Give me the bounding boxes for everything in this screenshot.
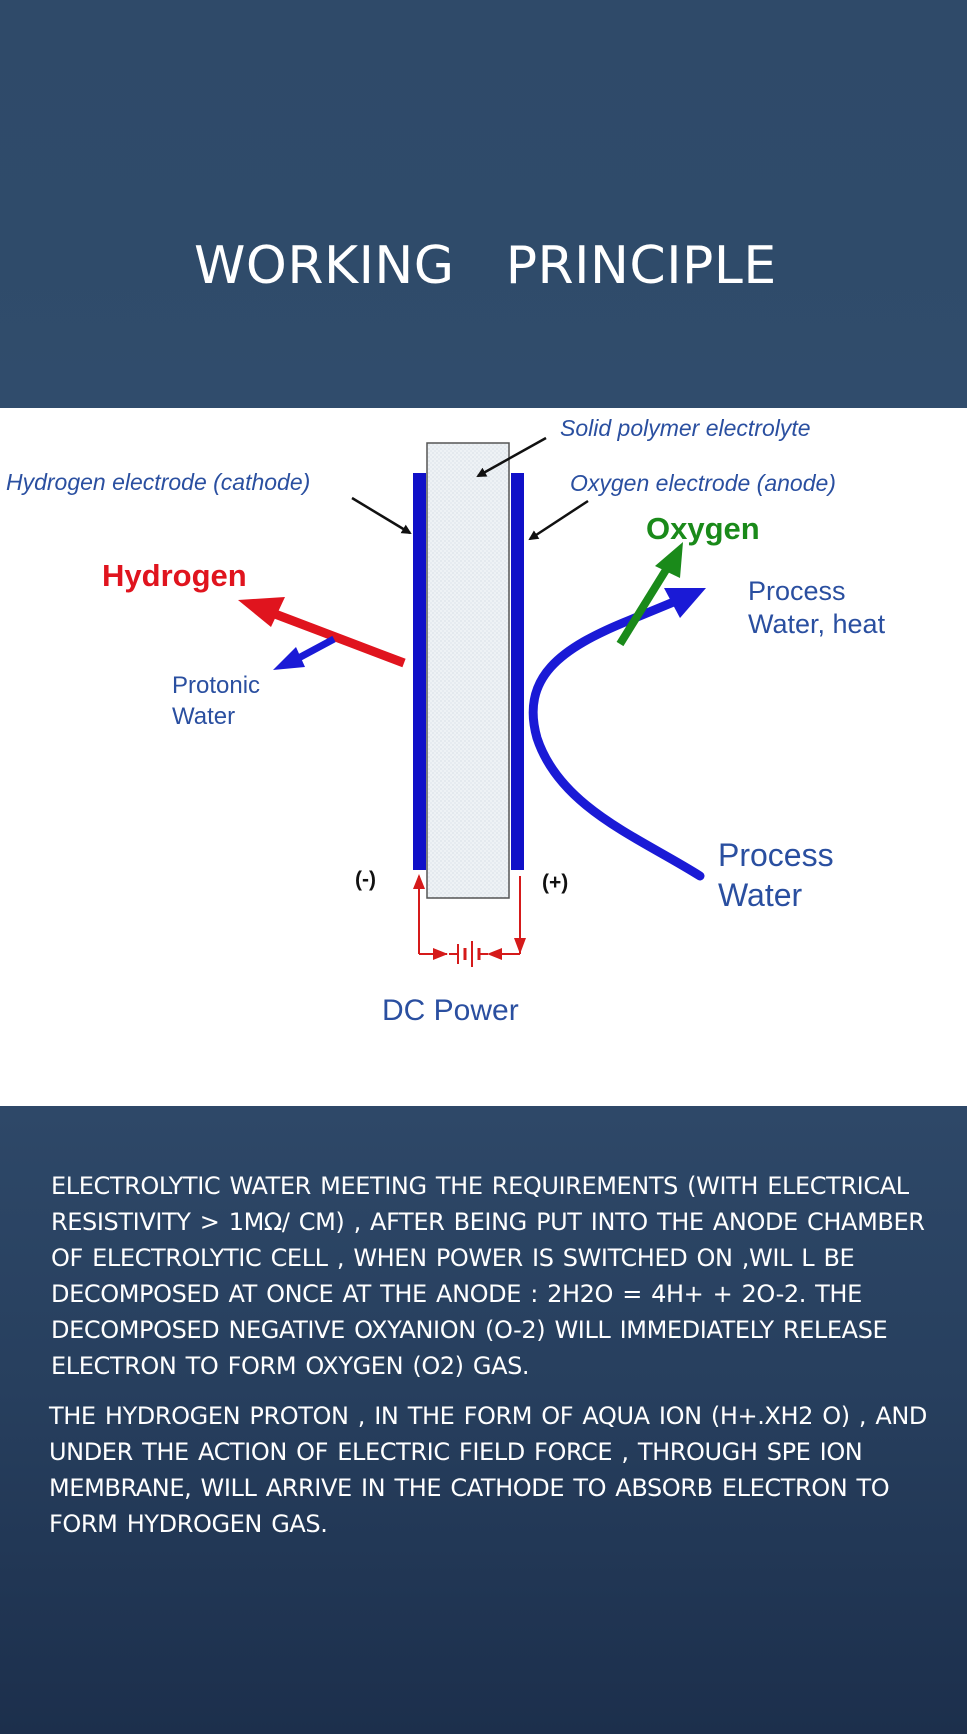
process-water-label-line2: Water <box>718 877 803 913</box>
process-water-label-line1: Process <box>718 837 834 873</box>
dc-power-label: DC Power <box>382 994 519 1027</box>
paragraph-electrolysis-anode: ELECTROLYTIC WATER MEETING THE REQUIREME… <box>51 1172 925 1380</box>
protonic-water-label-line2: Water <box>172 703 235 730</box>
oxygen-label: Oxygen <box>646 511 760 546</box>
paragraph-hydrogen-proton: THE HYDROGEN PROTON , IN THE FORM OF AQU… <box>49 1402 927 1538</box>
hydrogen-label: Hydrogen <box>102 558 247 593</box>
diagram-svg: Solid polymer electrolyte Hydrogen elect… <box>6 415 886 1027</box>
process-water-heat-label-line2: Water, heat <box>748 609 886 639</box>
hydrogen-arrowhead <box>238 597 285 627</box>
cathode-electrode <box>413 473 426 870</box>
protonic-water-label-line1: Protonic <box>172 672 260 699</box>
text-band <box>0 1106 967 1734</box>
oxygen-arrow-shaft <box>616 562 673 647</box>
solid-polymer-pointer <box>476 436 547 478</box>
process-water-flow <box>528 596 705 881</box>
positive-terminal-label: (+) <box>542 871 568 894</box>
solid-polymer-label: Solid polymer electrolyte <box>560 415 811 441</box>
cathode-pointer <box>351 496 412 535</box>
anode-pointer <box>528 499 589 541</box>
membrane <box>426 442 510 899</box>
process-water-heat-label-line1: Process <box>748 576 846 606</box>
title-band <box>0 0 967 408</box>
anode-electrode <box>511 473 524 870</box>
process-water-arrowhead <box>664 588 706 618</box>
protonic-water-arrowhead <box>273 647 305 670</box>
oxygen-electrode-label: Oxygen electrode (anode) <box>570 470 836 496</box>
hydrogen-electrode-label: Hydrogen electrode (cathode) <box>6 469 310 495</box>
slide-title: WORKING PRINCIPLE <box>194 236 777 296</box>
electrolysis-diagram: Solid polymer electrolyte Hydrogen elect… <box>0 408 967 1106</box>
hydrogen-arrow-shaft <box>273 609 406 668</box>
minus-wire-arrowhead <box>413 874 425 889</box>
negative-terminal-label: (-) <box>355 868 376 891</box>
oxygen-arrowhead <box>655 542 683 578</box>
plus-wire-arrowhead <box>514 938 526 954</box>
